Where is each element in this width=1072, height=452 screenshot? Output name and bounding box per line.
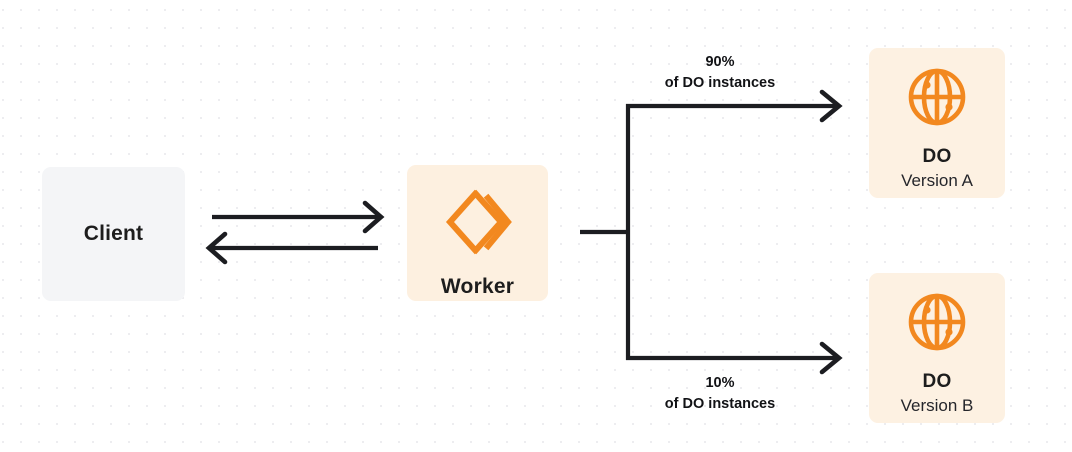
node-client-label: Client: [83, 222, 144, 245]
arrow-client-to-worker: [212, 200, 385, 234]
node-worker-label: Worker: [440, 275, 515, 298]
edge-label-do-b-caption: of DO instances: [664, 396, 776, 413]
cloudflare-workers-icon: [442, 189, 514, 255]
edge-label-do-a-percent: 90%: [705, 54, 735, 70]
connector-worker-split: [580, 104, 631, 360]
arrow-worker-to-do-a: [626, 89, 843, 123]
node-do-a-version: Version A: [901, 171, 973, 190]
edge-label-do-b: 10% of DO instances: [595, 373, 845, 415]
node-do-version-b[interactable]: DO Version B: [869, 273, 1005, 423]
globe-icon: [906, 291, 968, 353]
edge-label-do-a: 90% of DO instances: [595, 52, 845, 94]
arrow-worker-to-client: [205, 231, 378, 265]
node-do-b-version: Version B: [900, 396, 974, 415]
node-worker[interactable]: Worker: [407, 165, 548, 301]
globe-icon: [906, 66, 968, 128]
arrow-worker-to-do-b: [626, 341, 843, 375]
edge-label-do-b-percent: 10%: [705, 375, 735, 391]
node-client[interactable]: Client: [42, 167, 185, 301]
node-do-a-title: DO: [922, 146, 952, 167]
edge-label-do-a-caption: of DO instances: [664, 75, 776, 92]
node-do-b-title: DO: [922, 371, 952, 392]
node-do-version-a[interactable]: DO Version A: [869, 48, 1005, 198]
